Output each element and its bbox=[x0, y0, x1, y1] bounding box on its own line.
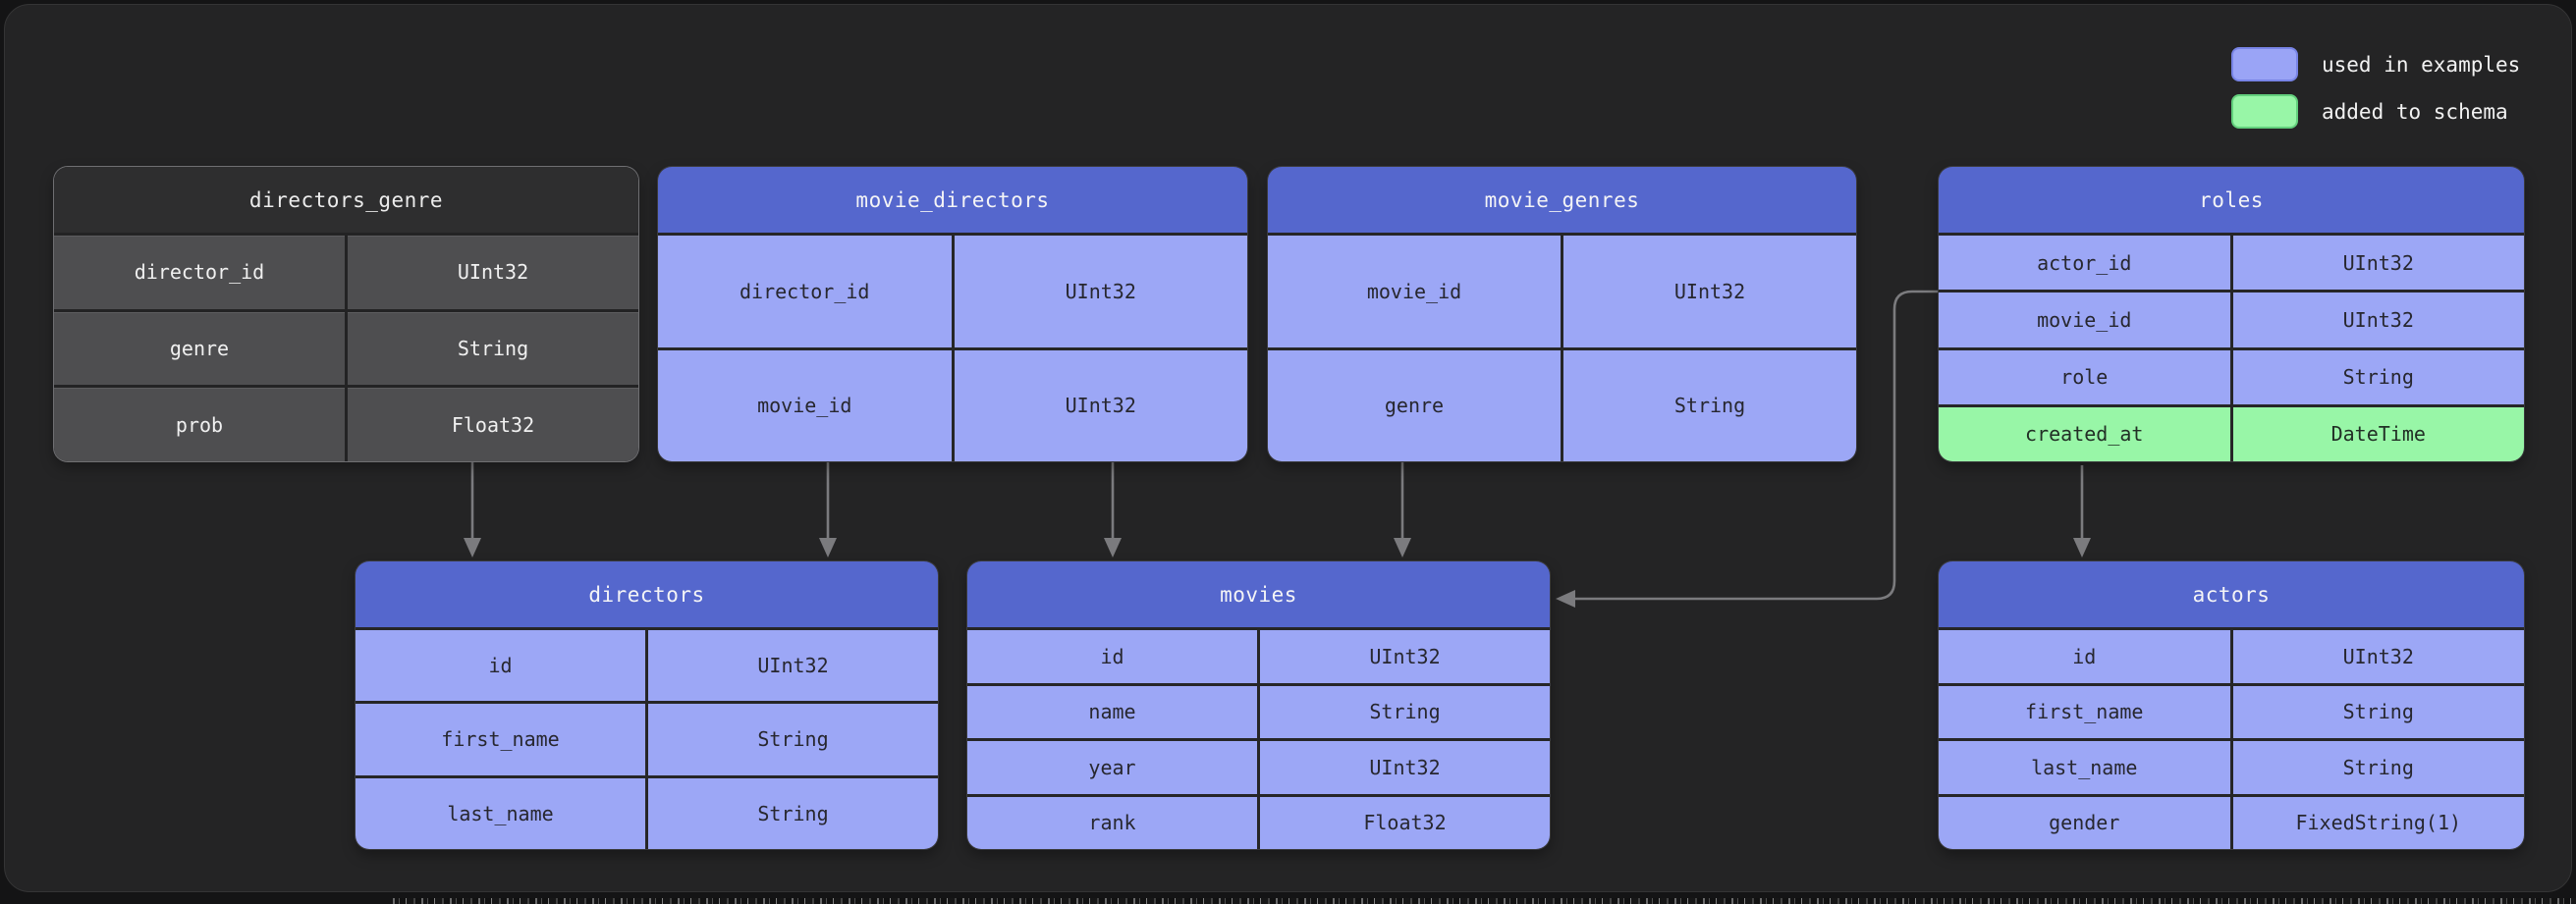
column-name: director_id bbox=[658, 236, 952, 347]
table-row: id UInt32 bbox=[356, 630, 938, 702]
column-name: name bbox=[967, 685, 1257, 738]
table-row: actor_id UInt32 bbox=[1939, 236, 2524, 291]
table-title: actors bbox=[1939, 561, 2524, 627]
column-name: gender bbox=[1939, 796, 2230, 849]
legend-item-added: added to schema bbox=[2231, 94, 2520, 129]
column-type: String bbox=[648, 777, 938, 849]
table-row: last_name String bbox=[1939, 741, 2524, 794]
column-type: UInt32 bbox=[954, 236, 1247, 347]
column-type: String bbox=[2232, 685, 2524, 738]
table-row: movie_id UInt32 bbox=[1939, 292, 2524, 347]
column-name: genre bbox=[1268, 349, 1561, 461]
table-roles: roles actor_id UInt32 movie_id UInt32 ro… bbox=[1939, 167, 2524, 461]
column-type: UInt32 bbox=[1260, 741, 1550, 794]
column-name: director_id bbox=[54, 236, 345, 309]
column-type: Float32 bbox=[1260, 796, 1550, 849]
legend-swatch-used-in-examples bbox=[2231, 47, 2298, 81]
column-name: movie_id bbox=[1268, 236, 1561, 347]
column-name: genre bbox=[54, 311, 345, 386]
column-type: UInt32 bbox=[954, 349, 1247, 461]
column-type: String bbox=[1260, 685, 1550, 738]
table-row: role String bbox=[1939, 349, 2524, 404]
table-row: first_name String bbox=[1939, 685, 2524, 738]
column-type: UInt32 bbox=[2232, 292, 2524, 347]
legend-item-used: used in examples bbox=[2231, 47, 2520, 81]
column-type: String bbox=[2232, 349, 2524, 404]
column-name: rank bbox=[967, 796, 1257, 849]
table-title: directors bbox=[356, 561, 938, 627]
column-type: FixedString(1) bbox=[2232, 796, 2524, 849]
table-title: movie_genres bbox=[1268, 167, 1856, 233]
column-type: Float32 bbox=[348, 388, 638, 461]
table-row: name String bbox=[967, 685, 1550, 738]
column-type: String bbox=[648, 704, 938, 775]
table-title: movie_directors bbox=[658, 167, 1247, 233]
column-name: id bbox=[1939, 630, 2230, 683]
column-name: last_name bbox=[356, 777, 645, 849]
bottom-artifact-strip bbox=[393, 898, 2576, 904]
table-title: directors_genre bbox=[54, 167, 638, 233]
column-name: created_at bbox=[1939, 406, 2230, 461]
table-rows: id UInt32 first_name String last_name St… bbox=[1939, 630, 2524, 849]
table-row: movie_id UInt32 bbox=[1268, 236, 1856, 347]
column-type: UInt32 bbox=[648, 630, 938, 702]
table-movie-genres: movie_genres movie_id UInt32 genre Strin… bbox=[1268, 167, 1856, 461]
column-name: last_name bbox=[1939, 741, 2230, 794]
table-row: movie_id UInt32 bbox=[658, 349, 1247, 461]
table-row: id UInt32 bbox=[967, 630, 1550, 683]
column-type: UInt32 bbox=[1563, 236, 1856, 347]
column-type: DateTime bbox=[2232, 406, 2524, 461]
table-row-added-to-schema: created_at DateTime bbox=[1939, 406, 2524, 461]
table-row: id UInt32 bbox=[1939, 630, 2524, 683]
table-rows: actor_id UInt32 movie_id UInt32 role Str… bbox=[1939, 236, 2524, 461]
column-type: String bbox=[2232, 741, 2524, 794]
legend-swatch-added-to-schema bbox=[2231, 94, 2298, 129]
table-title: roles bbox=[1939, 167, 2524, 233]
table-row: genre String bbox=[1268, 349, 1856, 461]
table-rows: movie_id UInt32 genre String bbox=[1268, 236, 1856, 461]
table-row: rank Float32 bbox=[967, 796, 1550, 849]
column-name: prob bbox=[54, 388, 345, 461]
table-row: genre String bbox=[54, 311, 638, 386]
table-rows: id UInt32 name String year UInt32 rank F… bbox=[967, 630, 1550, 849]
table-row: last_name String bbox=[356, 777, 938, 849]
legend-label: added to schema bbox=[2322, 99, 2508, 124]
table-rows: director_id UInt32 movie_id UInt32 bbox=[658, 236, 1247, 461]
column-type: UInt32 bbox=[348, 236, 638, 309]
column-name: role bbox=[1939, 349, 2230, 404]
table-row: year UInt32 bbox=[967, 741, 1550, 794]
table-rows: id UInt32 first_name String last_name St… bbox=[356, 630, 938, 849]
column-name: year bbox=[967, 741, 1257, 794]
table-row: gender FixedString(1) bbox=[1939, 796, 2524, 849]
column-name: first_name bbox=[356, 704, 645, 775]
table-movie-directors: movie_directors director_id UInt32 movie… bbox=[658, 167, 1247, 461]
column-type: String bbox=[348, 311, 638, 386]
column-name: actor_id bbox=[1939, 236, 2230, 291]
table-title: movies bbox=[967, 561, 1550, 627]
column-type: UInt32 bbox=[1260, 630, 1550, 683]
column-type: String bbox=[1563, 349, 1856, 461]
column-name: first_name bbox=[1939, 685, 2230, 738]
legend-label: used in examples bbox=[2322, 52, 2521, 77]
column-name: id bbox=[967, 630, 1257, 683]
column-name: movie_id bbox=[658, 349, 952, 461]
column-name: id bbox=[356, 630, 645, 702]
table-directors: directors id UInt32 first_name String la… bbox=[356, 561, 938, 849]
table-rows: director_id UInt32 genre String prob Flo… bbox=[54, 236, 638, 461]
legend: used in examples added to schema bbox=[2231, 47, 2520, 129]
table-directors-genre: directors_genre director_id UInt32 genre… bbox=[54, 167, 638, 461]
table-row: first_name String bbox=[356, 704, 938, 775]
table-row: prob Float32 bbox=[54, 388, 638, 461]
column-type: UInt32 bbox=[2232, 236, 2524, 291]
column-name: movie_id bbox=[1939, 292, 2230, 347]
table-actors: actors id UInt32 first_name String last_… bbox=[1939, 561, 2524, 849]
table-row: director_id UInt32 bbox=[658, 236, 1247, 347]
table-movies: movies id UInt32 name String year UInt32… bbox=[967, 561, 1550, 849]
column-type: UInt32 bbox=[2232, 630, 2524, 683]
table-row: director_id UInt32 bbox=[54, 236, 638, 309]
